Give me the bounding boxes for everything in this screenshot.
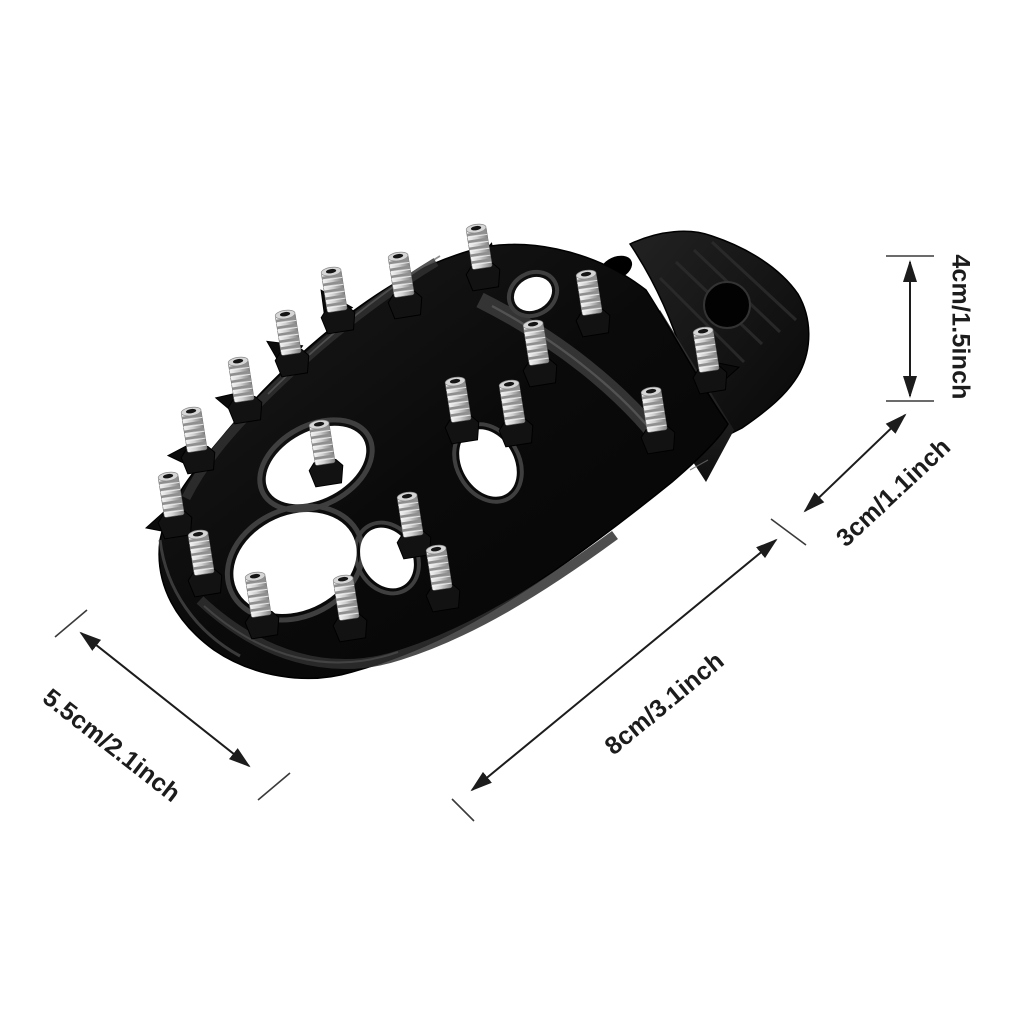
dimension-end-height-label: 3cm/1.1inch xyxy=(831,433,956,553)
dimension-height-label: 4cm/1.5inch xyxy=(946,254,974,399)
foot-peg-illustration xyxy=(145,220,810,680)
traction-stud xyxy=(219,353,266,426)
peg-body xyxy=(158,243,729,680)
dimension-length-arrow xyxy=(470,538,778,792)
dimension-length-tick xyxy=(451,798,475,822)
dimension-height: 4cm/1.5inch xyxy=(886,254,974,402)
bracket-hole xyxy=(703,281,751,329)
dimension-end-height-arrow xyxy=(803,413,907,513)
dimension-width-label: 5.5cm/2.1inch xyxy=(37,683,186,808)
traction-stud xyxy=(172,403,219,476)
dimension-length-label: 8cm/3.1inch xyxy=(600,647,730,761)
dimension-end-height-tick xyxy=(770,518,807,546)
dimension-width-tick-top xyxy=(54,609,88,638)
dimension-width-arrow xyxy=(79,631,251,768)
dimension-end-height: 3cm/1.1inch xyxy=(770,413,956,553)
traction-stud xyxy=(312,263,359,336)
dimension-width-tick-bottom xyxy=(257,772,291,801)
